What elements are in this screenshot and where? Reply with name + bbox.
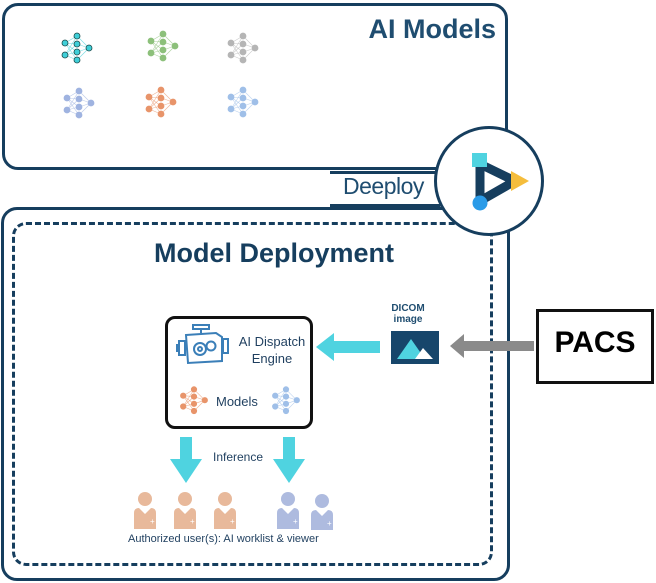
doctor-user-icon: + [311,494,333,530]
doctor-user-icon: + [174,492,196,529]
pacs-to-dicom-arrow [450,334,534,358]
ai-models-panel [2,3,508,170]
neural-network-icon-3 [63,87,95,119]
image-mountain-icon [391,331,439,364]
neural-network-icon-4 [145,86,177,118]
deeploy-band [330,171,440,207]
pacs-label: PACS [554,326,636,359]
svg-text:+: + [190,517,195,526]
deeploy-label: Deeploy [343,173,424,199]
doctor-user-icon: + [134,492,156,529]
engine-gears-icon [176,324,229,365]
deeploy-band-top-line [330,171,440,174]
engine-models-icons [180,386,300,415]
ai-models-icons [61,30,259,119]
ai-dispatch-engine-label: AI Dispatch Engine [232,333,312,367]
pacs-box [536,309,654,384]
deeploy-play-logo-icon [472,153,529,211]
engine-label-line1: AI Dispatch [238,334,306,349]
svg-text:+: + [327,519,332,528]
dicom-label-line2: image [393,314,423,325]
neural-network-icon-0 [61,32,93,64]
deeploy-logo [434,126,544,236]
neural-network-icon-1 [147,30,179,62]
inference-arrow-left [170,437,202,483]
deeploy-band-bottom-line [330,204,440,207]
neural-network-icon-2 [227,32,259,64]
dicom-label-line1: DICOM [391,303,425,314]
neural-network-icon-blue [272,386,300,415]
ai-models-title: AI Models [368,14,496,44]
authorized-users-icons: + + + + + [134,492,333,530]
neural-network-icon-orange [180,386,208,415]
doctor-user-icon: + [277,492,299,529]
doctor-user-icon: + [214,492,236,529]
dicom-to-engine-arrow [316,333,380,361]
inference-label: Inference [213,450,264,464]
model-deployment-title: Model Deployment [154,238,395,268]
model-deployment-zone [12,222,493,566]
svg-text:+: + [150,517,155,526]
svg-text:+: + [230,517,235,526]
inference-arrow-right [273,437,305,483]
authorized-users-caption: Authorized user(s): AI worklist & viewer [128,533,319,545]
neural-network-icon-5 [227,86,259,118]
svg-text:+: + [293,517,298,526]
engine-label-line2: Engine [251,351,293,366]
models-label: Models [216,394,258,409]
dicom-image-label: DICOM image [388,303,428,325]
